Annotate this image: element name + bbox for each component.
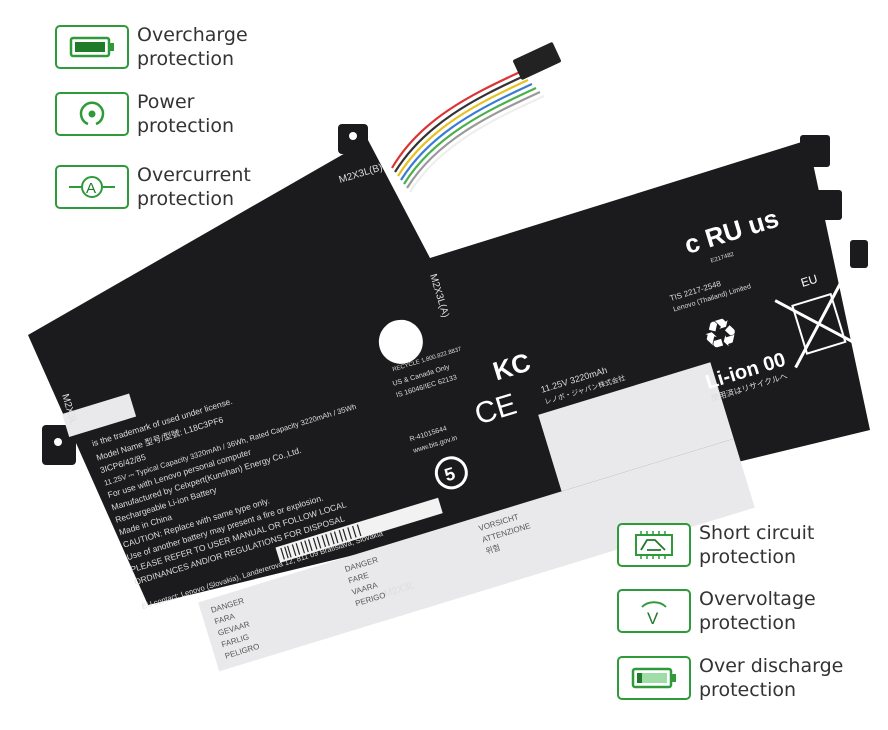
feature-label: protection — [699, 546, 797, 568]
battery-body — [28, 140, 870, 605]
warning-label — [198, 438, 755, 672]
feature-label: Over discharge — [699, 655, 844, 677]
battery-full-icon — [55, 25, 129, 69]
feature-label: protection — [137, 188, 235, 210]
power-icon — [55, 92, 129, 136]
battery-low-icon — [617, 656, 691, 700]
svg-text:A: A — [86, 180, 96, 197]
feature-label: protection — [699, 612, 797, 634]
weee-bin-icon — [774, 279, 864, 369]
warning-text: 위험 — [485, 543, 502, 556]
ammeter-icon: A — [55, 165, 129, 209]
battery-cable — [391, 71, 545, 193]
feature-label: Overcurrent — [137, 164, 251, 186]
circuit-board-icon — [617, 523, 691, 567]
japanese-warning-label — [538, 362, 734, 492]
feature-label: protection — [699, 679, 797, 701]
feature-label: protection — [137, 115, 235, 137]
recycle-seal — [378, 319, 423, 364]
svg-text:V: V — [647, 609, 659, 627]
feature-label: Power — [137, 91, 195, 113]
feature-label: Overcharge — [137, 24, 248, 46]
feature-label: Overvoltage — [699, 588, 816, 610]
feature-label: protection — [137, 48, 235, 70]
eu-text: EU — [799, 272, 819, 290]
feature-label: Short circuit — [699, 522, 815, 544]
recycle-5-icon — [434, 456, 468, 490]
voltmeter-icon: V — [617, 589, 691, 633]
battery-connector — [513, 42, 561, 80]
